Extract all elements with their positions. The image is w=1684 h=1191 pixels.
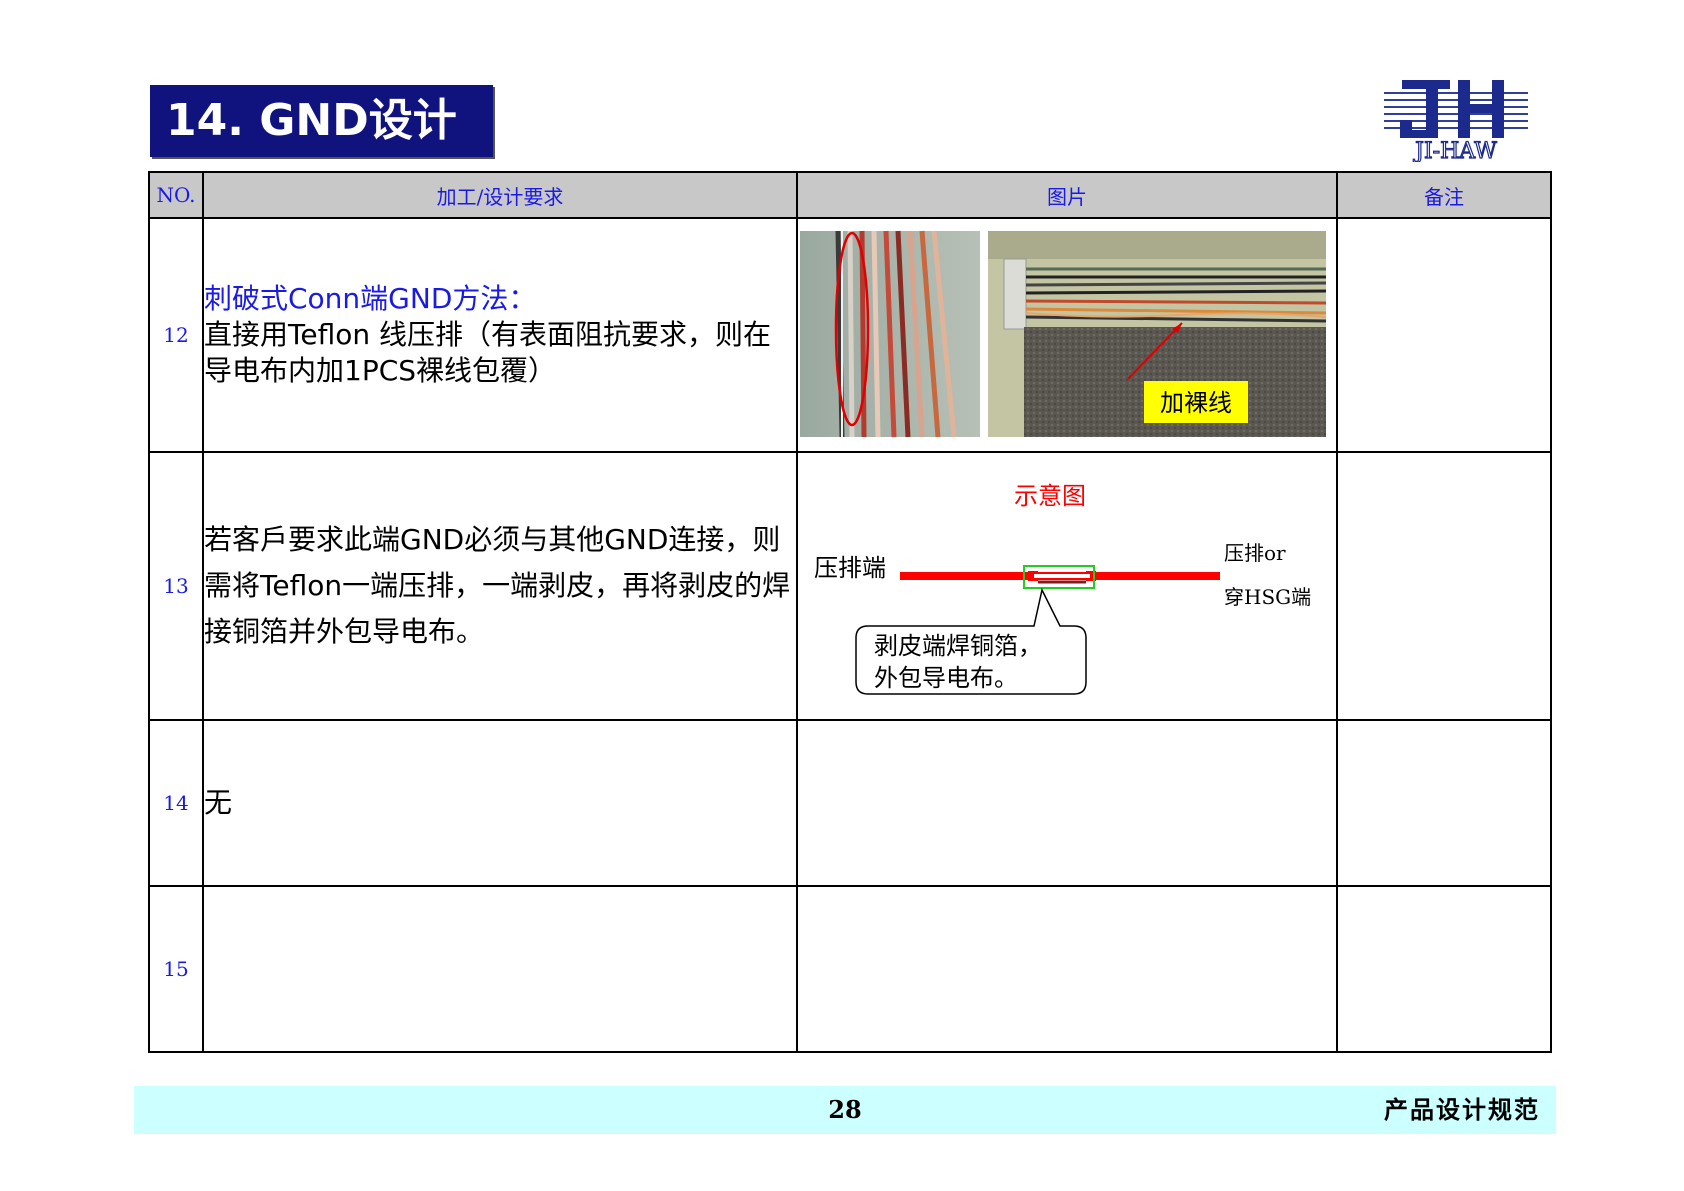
- photo-bare-wire: 加裸线: [988, 231, 1327, 437]
- arrow-head-icon: [1172, 323, 1182, 333]
- highlight-ellipse: [834, 231, 870, 427]
- diagram-left-label: 压排端: [814, 554, 886, 582]
- remarks-cell: [1336, 885, 1552, 1053]
- header-requirements: 加工/设计要求: [202, 171, 798, 219]
- table-row: 12 刺破式Conn端GND方法： 直接用Teflon 线压排（有表面阻抗要求，…: [148, 217, 1552, 453]
- table-row: 13 若客戶要求此端GND必须与其他GND连接，则需将Teflon一端压排，一端…: [148, 451, 1552, 721]
- cable-photos: 加裸线: [800, 230, 1327, 438]
- callout-line-1: 剥皮端焊铜箔，: [874, 632, 1042, 660]
- requirement-heading: 刺破式Conn端GND方法：: [204, 282, 537, 315]
- requirement-cell: 若客戶要求此端GND必须与其他GND连接，则需将Teflon一端压排，一端剥皮，…: [202, 451, 798, 721]
- header-picture: 图片: [796, 171, 1338, 219]
- label-box: [1144, 381, 1248, 423]
- photo-label: 加裸线: [1160, 389, 1232, 417]
- callout-line-2: 外包导电布。: [874, 664, 1018, 692]
- row-number: 14: [148, 719, 204, 887]
- picture-cell: 加裸线: [796, 217, 1338, 453]
- remarks-cell: [1336, 719, 1552, 887]
- picture-cell: [796, 719, 1338, 887]
- footer-title: 产品设计规范: [1384, 1095, 1540, 1124]
- requirement-text: 无: [204, 786, 233, 819]
- requirement-cell: [202, 885, 798, 1053]
- table-header-row: NO. 加工/设计要求 图片 备注: [148, 171, 1552, 219]
- highlight-box: [1023, 565, 1095, 589]
- callout-bubble: [855, 587, 1087, 695]
- remarks-cell: [1336, 217, 1552, 453]
- header-no: NO.: [148, 171, 204, 219]
- row-number: 13: [148, 451, 204, 721]
- row-number: 12: [148, 217, 204, 453]
- header-remarks: 备注: [1336, 171, 1552, 219]
- picture-cell: 示意图 压排端 压排or 穿HSG端 剥皮端焊铜箔， 外包导电布。: [796, 451, 1338, 721]
- page-number: 28: [828, 1095, 862, 1124]
- page-title: 14. GND设计: [150, 85, 493, 157]
- requirement-cell: 无: [202, 719, 798, 887]
- gnd-design-table: NO. 加工/设计要求 图片 备注 12 刺破式Conn端GND方法： 直接用T…: [148, 171, 1552, 1053]
- footer-bar: 28 产品设计规范: [134, 1086, 1556, 1134]
- schematic-diagram: 示意图 压排端 压排or 穿HSG端 剥皮端焊铜箔， 外包导电布。: [814, 482, 1311, 695]
- requirement-text: 若客戶要求此端GND必须与其他GND连接，则需将Teflon一端压排，一端剥皮，…: [204, 523, 791, 648]
- requirement-cell: 刺破式Conn端GND方法： 直接用Teflon 线压排（有表面阻抗要求，则在导…: [202, 217, 798, 453]
- diagram-title: 示意图: [1014, 482, 1086, 510]
- row-number: 15: [148, 885, 204, 1053]
- requirement-text: 直接用Teflon 线压排（有表面阻抗要求，则在导电布内加1PCS裸线包覆）: [204, 318, 771, 387]
- diagram-right-label-2: 穿HSG端: [1224, 585, 1311, 609]
- diagram-right-label-1: 压排or: [1224, 541, 1286, 565]
- ji-haw-logo: JI-HAW: [1384, 76, 1528, 162]
- remarks-cell: [1336, 451, 1552, 721]
- table-row: 15: [148, 885, 1552, 1053]
- table-row: 14 无: [148, 719, 1552, 887]
- picture-cell: [796, 885, 1338, 1053]
- arrow-line: [1127, 322, 1183, 380]
- svg-text:JI-HAW: JI-HAW: [1413, 139, 1497, 162]
- photo-teflon-wires: [800, 230, 980, 438]
